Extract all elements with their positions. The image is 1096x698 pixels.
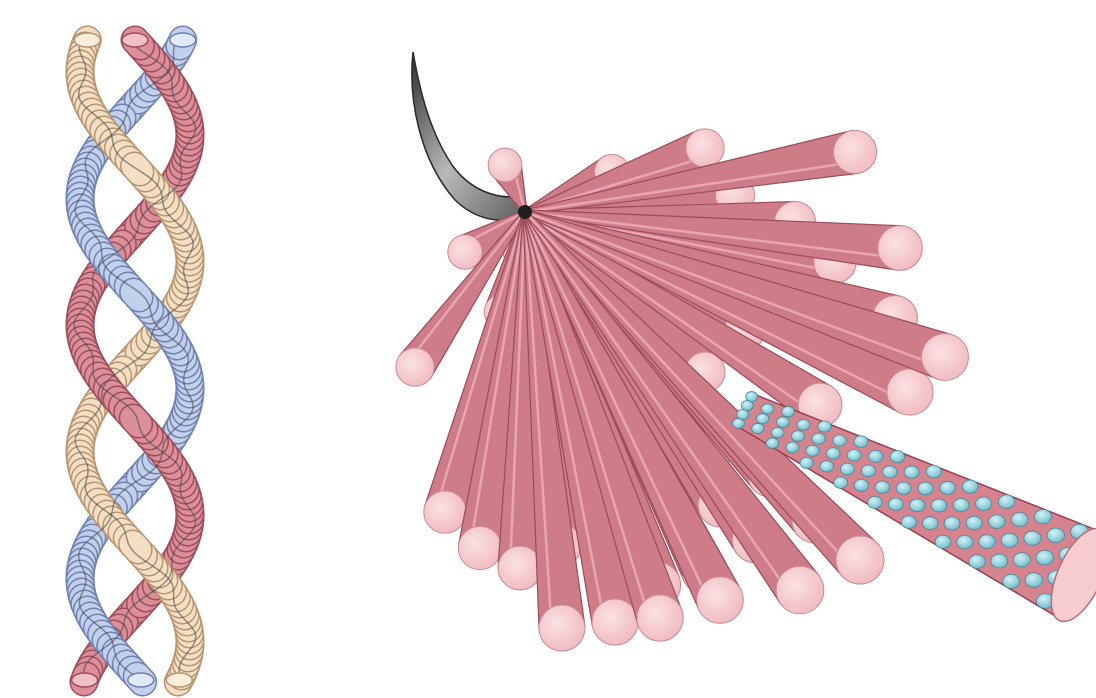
blue-strand-end-cap [128, 673, 154, 687]
blue-strand-segment [134, 292, 139, 298]
bead [752, 423, 764, 433]
bead [1035, 509, 1052, 523]
bead [756, 414, 768, 424]
fibril-rod-end [833, 130, 876, 173]
fibril-rod-end [686, 129, 724, 167]
cream-strand-end-cap [166, 673, 192, 687]
fibril-rod-end [488, 148, 522, 182]
bead [890, 451, 905, 463]
bead [962, 480, 978, 493]
bead [800, 457, 813, 468]
bead [868, 496, 883, 508]
bead [910, 499, 925, 512]
bead [989, 515, 1005, 529]
fibril-rod-end [592, 599, 638, 645]
convergence-point [518, 205, 532, 219]
bead [976, 497, 992, 510]
bead [1047, 528, 1064, 542]
blue-strand-end-cap [170, 33, 196, 47]
bead [782, 406, 795, 417]
bead [957, 535, 973, 548]
bead [940, 481, 955, 494]
bead [818, 421, 831, 432]
bead [896, 482, 911, 494]
triple-helix [72, 33, 196, 687]
bead [969, 555, 985, 569]
bead [918, 482, 933, 495]
bead [786, 442, 799, 453]
bead [888, 498, 903, 510]
bead [746, 392, 758, 402]
cream-strand-segment [133, 544, 138, 550]
bead [966, 516, 982, 529]
bead [812, 433, 825, 444]
fibril-bundle [396, 52, 1096, 651]
bead [923, 517, 938, 530]
bead [998, 495, 1014, 509]
fibril-rod-end [396, 348, 434, 386]
pink-strand-end-cap [72, 673, 98, 687]
bead [840, 463, 854, 475]
bead [875, 481, 890, 493]
bead [820, 461, 834, 472]
bead [833, 435, 847, 446]
bead [791, 431, 804, 442]
bead [771, 427, 784, 438]
bead [732, 418, 744, 428]
bead [991, 554, 1008, 568]
fibril-rod-end [922, 334, 969, 381]
bead [931, 499, 946, 512]
bead [854, 479, 868, 491]
bead [854, 436, 868, 448]
bead [904, 466, 919, 478]
bead [861, 465, 875, 477]
bead [847, 449, 861, 461]
bead [926, 465, 941, 478]
bead [953, 498, 969, 511]
bead [741, 401, 753, 411]
fibril-rod-end [878, 226, 923, 271]
fibril-rod-end [458, 526, 501, 569]
bead [737, 409, 749, 419]
bead [883, 466, 898, 478]
bead [1025, 573, 1042, 587]
bead [1003, 574, 1020, 588]
pink-strand-end-cap [122, 33, 148, 47]
bead [797, 419, 810, 430]
bead [806, 445, 819, 456]
bead [1011, 513, 1028, 527]
bead [826, 448, 840, 459]
fibril-rod-end [498, 546, 542, 590]
fibril-rod-end [448, 235, 482, 269]
bead [868, 450, 882, 462]
cream-strand-end-cap [74, 33, 100, 47]
fibril-rod-end [424, 491, 466, 533]
fibril-rod-end [776, 566, 824, 614]
bead [1024, 531, 1041, 545]
bead [944, 517, 960, 530]
fibril-rod-end [836, 536, 884, 584]
bead [777, 417, 790, 428]
bead [901, 516, 916, 529]
bead [979, 535, 995, 549]
bead [766, 438, 779, 449]
bead [1036, 550, 1053, 564]
fibril-rod-end [539, 605, 585, 651]
bead [935, 535, 951, 548]
fibril-rod-end [697, 577, 743, 623]
fibril-rod-end [637, 595, 683, 641]
bead [761, 404, 773, 414]
bead [1013, 553, 1030, 567]
fibril-rod-end [887, 369, 933, 415]
bead [1001, 533, 1018, 547]
bead [834, 477, 848, 489]
